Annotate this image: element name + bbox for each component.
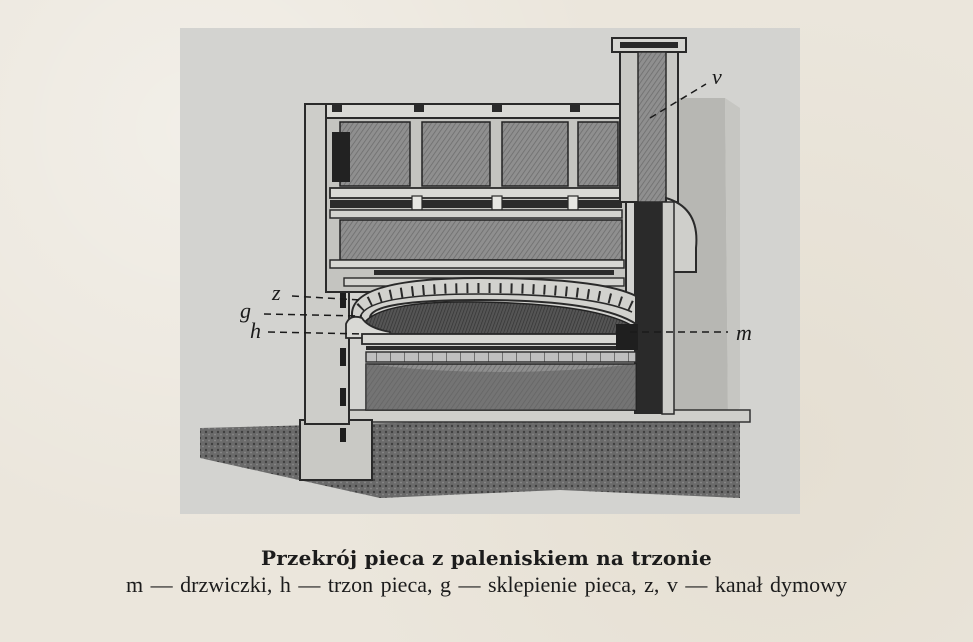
smoke-channel-wall xyxy=(661,201,675,415)
caption-legend: m — drzwiczki, h — trzon pieca, g — skle… xyxy=(126,572,847,597)
mid-chamber-ledge xyxy=(329,259,625,269)
chimney-cap-top xyxy=(620,42,678,48)
label-h: h xyxy=(250,318,261,343)
upper-chamber-1 xyxy=(339,121,411,187)
top-slab-notches xyxy=(332,104,580,112)
mid-chamber xyxy=(339,219,623,261)
leader-lines xyxy=(263,83,728,335)
upper-chamber-2 xyxy=(421,121,491,187)
middle-shelf-blocks xyxy=(411,195,579,211)
foundation-column xyxy=(299,419,373,481)
hearth-lip xyxy=(345,315,391,339)
oven-drawing: v z g h m xyxy=(180,28,800,514)
leader-g xyxy=(263,313,363,317)
leader-v xyxy=(649,83,707,119)
top-slab xyxy=(325,103,627,119)
label-m: m xyxy=(736,320,752,345)
upper-chamber-3 xyxy=(501,121,569,187)
wall-edge-shadow xyxy=(725,98,740,418)
label-g: g xyxy=(240,298,251,323)
chamber-1-dark xyxy=(332,132,350,182)
smoke-channel xyxy=(634,202,662,414)
hearth-slab xyxy=(361,333,637,345)
label-v: v xyxy=(712,64,722,89)
hearth-fuel xyxy=(361,301,637,335)
oven-cross-section-illustration: v z g h m xyxy=(180,28,800,514)
figure-caption: Przekrój pieca z paleniskiem na trzonie … xyxy=(0,546,973,597)
ash-pit-shadow xyxy=(366,364,636,410)
dark-band-1 xyxy=(330,200,622,208)
upper-chamber-4 xyxy=(577,121,619,187)
shelf-2 xyxy=(329,209,623,219)
chimney-flue xyxy=(637,51,667,203)
grate-line xyxy=(366,346,636,350)
dark-band-2 xyxy=(374,270,614,275)
leader-h xyxy=(267,331,365,335)
label-z: z xyxy=(271,280,281,305)
vault-inner-line xyxy=(359,293,633,319)
caption-title: Przekrój pieca z paleniskiem na trzonie xyxy=(261,546,712,570)
grate-bricks xyxy=(365,351,637,363)
door-m xyxy=(616,324,638,350)
floor-slab xyxy=(309,409,751,423)
